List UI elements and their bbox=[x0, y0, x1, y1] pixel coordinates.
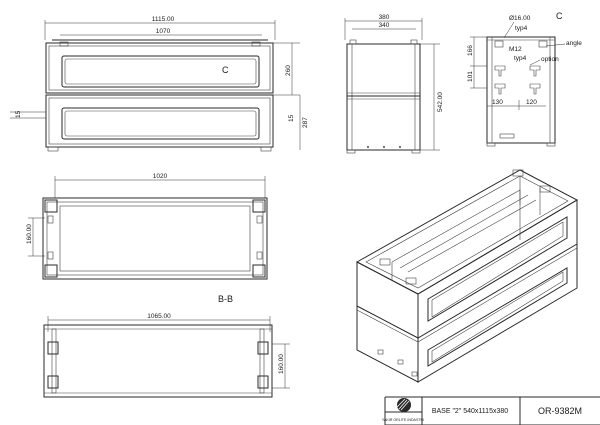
side-view: 380 340 542.00 bbox=[344, 14, 444, 154]
dim-front-small-right: 15 bbox=[288, 114, 295, 122]
isometric-view bbox=[355, 169, 579, 383]
dim-section-top-width: 1020 bbox=[153, 173, 168, 180]
dim-side-height: 542.00 bbox=[437, 92, 444, 112]
dim-front-overall: 1115.00 bbox=[152, 16, 175, 23]
detail-dim-120: 120 bbox=[526, 99, 537, 106]
detail-hole-dia: Ø16.00 bbox=[509, 15, 531, 22]
detail-dim-166: 166 bbox=[467, 45, 474, 56]
detail-note-option: option bbox=[541, 56, 559, 63]
detail-dim-130: 130 bbox=[492, 99, 503, 106]
title-block: YAKIR ORLITE INDASTRI BASE "2" 540x1115x… bbox=[382, 396, 600, 425]
section-top: 1020 160.00 bbox=[26, 173, 268, 280]
detail-note-angle: angle bbox=[566, 40, 582, 47]
front-view-marker-c: C bbox=[222, 65, 229, 75]
detail-bolt: M12 bbox=[509, 46, 522, 53]
drawing-code: OR-9382M bbox=[538, 406, 582, 416]
detail-dim-101: 101 bbox=[467, 71, 474, 82]
detail-c: C Ø16.00 typ4 M12 typ4 angle option 166 … bbox=[467, 11, 582, 147]
dim-front-height-260: 260 bbox=[285, 65, 292, 76]
dim-front-inner: 1070 bbox=[156, 28, 171, 35]
front-view: 1115.00 1070 C 260 287 15 15 bbox=[10, 16, 309, 152]
company-name: YAKIR ORLITE INDASTRI bbox=[382, 418, 424, 422]
detail-c-label: C bbox=[556, 11, 563, 21]
dim-side-inner-depth: 340 bbox=[379, 22, 390, 29]
detail-typ-top: typ4 bbox=[515, 25, 528, 32]
section-bb-label: B-B bbox=[218, 294, 233, 304]
dim-front-height-287: 287 bbox=[302, 117, 309, 128]
dim-front-small-left: 15 bbox=[15, 110, 22, 118]
section-bb: B-B 1065.00 160.00 bbox=[43, 294, 290, 398]
dim-side-depth: 380 bbox=[379, 14, 390, 21]
drawing-description: BASE "2" 540x1115x380 bbox=[432, 408, 508, 415]
dim-section-top-height: 160.00 bbox=[26, 224, 33, 244]
company-logo-icon bbox=[396, 398, 411, 412]
dim-section-bb-height: 160.00 bbox=[278, 354, 285, 374]
dim-section-bb-width: 1065.00 bbox=[147, 313, 171, 320]
detail-typ-mid: typ4 bbox=[514, 55, 527, 62]
